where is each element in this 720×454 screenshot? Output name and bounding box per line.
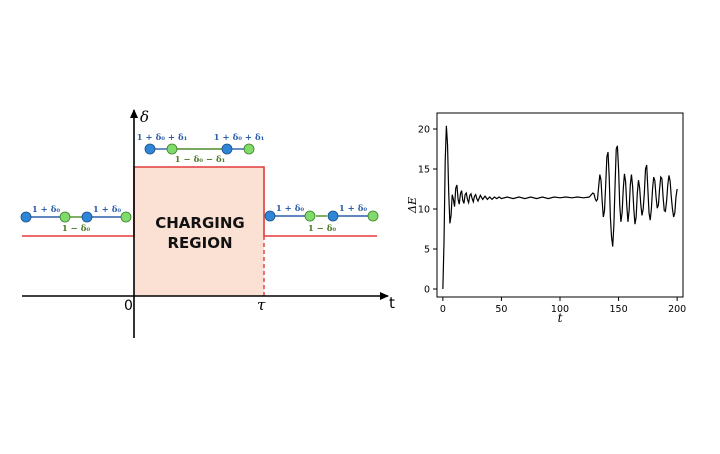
x-tick-label: 150 xyxy=(610,304,628,315)
strong-bond-label: 1 + δ₀ + δ₁ xyxy=(214,133,265,143)
site-a xyxy=(221,143,233,155)
site-a xyxy=(144,143,156,155)
plot-frame xyxy=(436,112,684,298)
y-axis-label: δ xyxy=(140,108,149,126)
strong-bond-label: 1 + δ₀ xyxy=(32,205,61,215)
weak-bond-label: 1 − δ₀ xyxy=(308,224,337,234)
x-tick-label: 0 xyxy=(440,304,446,315)
site-b xyxy=(166,143,178,155)
y-tick-label: 10 xyxy=(418,205,430,216)
right-chain: 1 + δ₀ 1 + δ₀ 1 − δ₀ xyxy=(264,204,379,234)
site-a xyxy=(20,211,32,223)
y-tick-label: 15 xyxy=(418,165,430,176)
site-b xyxy=(304,210,316,222)
region-label-line1: CHARGING xyxy=(155,214,244,232)
site-b xyxy=(367,210,379,222)
strong-bond-label: 1 + δ₀ xyxy=(276,204,305,214)
energy-line xyxy=(442,125,678,290)
charging-region xyxy=(134,167,264,296)
left-chain: 1 + δ₀ 1 + δ₀ 1 − δ₀ xyxy=(20,205,132,234)
step-function-line xyxy=(22,166,377,237)
weak-bond-label: 1 − δ₀ − δ₁ xyxy=(175,155,226,165)
y-tick-label: 5 xyxy=(424,245,430,256)
site-a xyxy=(264,210,276,222)
site-b xyxy=(59,211,71,223)
strong-bond-label: 1 + δ₀ xyxy=(339,204,368,214)
site-a xyxy=(327,210,339,222)
y-tick-label: 20 xyxy=(418,125,430,136)
origin-label: 0 xyxy=(124,298,133,314)
x-ticks: 0 50 100 150 200 xyxy=(440,297,686,315)
energy-plot: 0 50 100 150 200 0 5 10 15 20 t ΔE xyxy=(406,112,686,325)
site-b xyxy=(243,143,255,155)
y-ticks: 0 5 10 15 20 xyxy=(418,125,437,296)
weak-bond-label: 1 − δ₀ xyxy=(62,224,91,234)
x-axis-label: t xyxy=(389,294,395,312)
x-tick-label: 100 xyxy=(551,304,569,315)
site-a xyxy=(81,211,93,223)
strong-bond-label: 1 + δ₀ xyxy=(93,205,122,215)
plot-y-label: ΔE xyxy=(406,197,419,214)
strong-bond-label: 1 + δ₀ + δ₁ xyxy=(137,133,188,143)
region-label-line2: REGION xyxy=(168,234,233,252)
charging-diagram: δ t 0 τ CHARGING REGION 1 + δ₀ 1 + δ₀ 1 … xyxy=(20,108,395,338)
top-chain: 1 + δ₀ + δ₁ 1 + δ₀ + δ₁ 1 − δ₀ − δ₁ xyxy=(137,133,265,165)
x-tick-label: 200 xyxy=(668,304,686,315)
tau-label: τ xyxy=(257,296,266,314)
x-tick-label: 50 xyxy=(495,304,507,315)
site-b xyxy=(120,211,132,223)
y-tick-label: 0 xyxy=(424,285,430,296)
plot-x-label: t xyxy=(558,311,563,325)
